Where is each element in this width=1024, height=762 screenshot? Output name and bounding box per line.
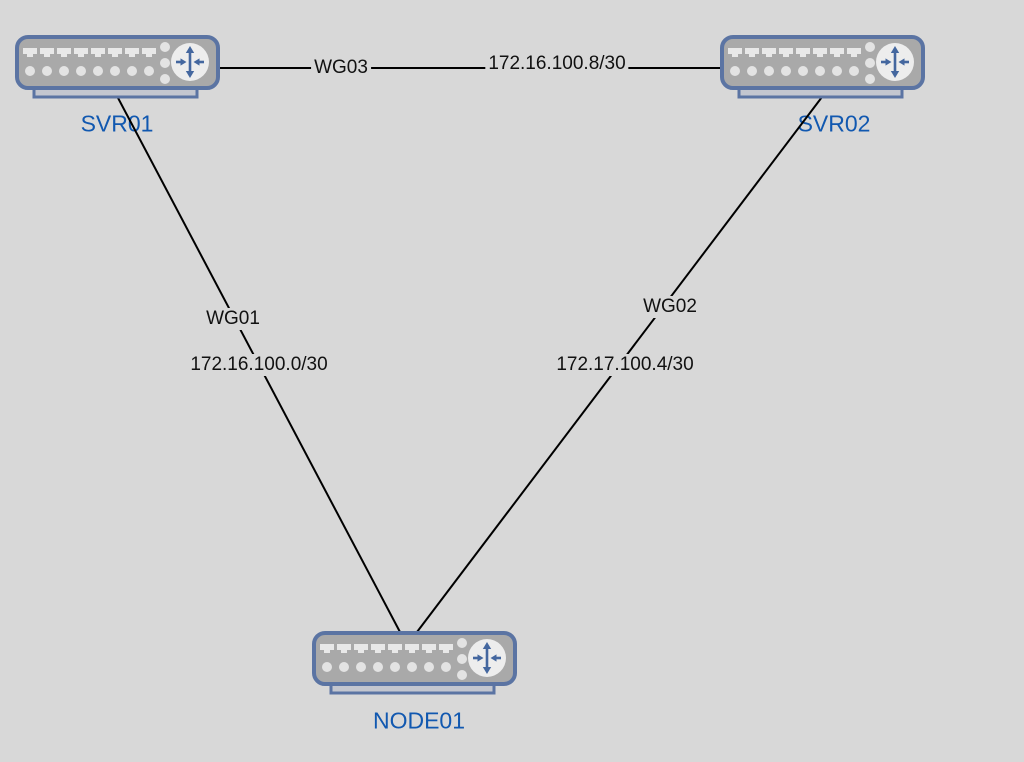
link-subnet-wg02: 172.17.100.4/30 <box>553 354 697 376</box>
device-label-svr01: SVR01 <box>80 110 154 137</box>
switch-icon <box>720 35 925 101</box>
link-subnet-wg03: 172.16.100.8/30 <box>485 53 629 75</box>
device-label-node01: NODE01 <box>372 707 466 734</box>
device-node-svr01[interactable] <box>15 35 220 101</box>
link-name-wg02: WG02 <box>640 296 700 318</box>
switch-icon <box>312 631 517 697</box>
link-subnet-wg01: 172.16.100.0/30 <box>187 354 331 376</box>
link-name-wg03: WG03 <box>311 57 371 79</box>
device-node-svr02[interactable] <box>720 35 925 101</box>
switch-icon <box>15 35 220 101</box>
device-node-node01[interactable] <box>312 631 517 697</box>
link-name-wg01: WG01 <box>203 308 263 330</box>
